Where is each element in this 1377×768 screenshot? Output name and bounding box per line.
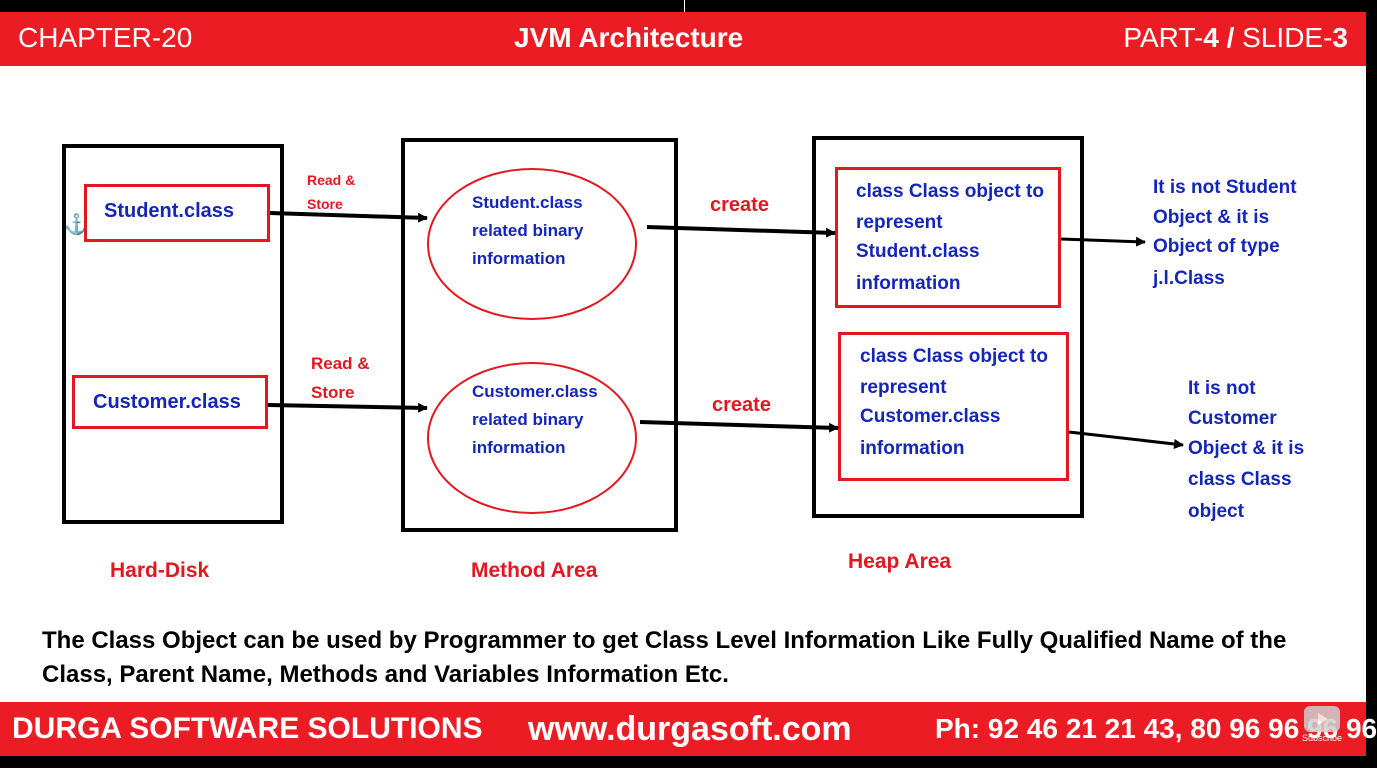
explanation-note: The Class Object can be used by Programm…: [42, 627, 1287, 688]
chapter-label: CHAPTER-20: [18, 22, 193, 53]
customer-binary-line2: related binary: [472, 410, 584, 429]
student-binary-line2: related binary: [472, 221, 584, 240]
customer-class-file-label: Customer.class: [93, 391, 241, 413]
arrow-create-customer: [639, 420, 839, 433]
customer-class-object-box: [838, 332, 1069, 481]
part-number: 4: [1203, 22, 1219, 53]
customer-note-line4: class Class: [1188, 469, 1292, 490]
student-binary-line1: Student.class: [472, 193, 583, 212]
customer-object-line1: class Class object to: [860, 346, 1048, 367]
hard-disk-box: [62, 144, 284, 524]
heap-area-box: [812, 136, 1084, 518]
slide-canvas: [0, 66, 1366, 702]
arrow-customer-note: [1068, 430, 1184, 449]
hard-disk-label: Hard-Disk: [110, 559, 210, 582]
read-store-label-2: Read & Store: [311, 349, 370, 407]
customer-object-line3: Customer.class: [860, 406, 1001, 427]
customer-note-line2: Customer: [1188, 408, 1277, 429]
customer-binary-line1: Customer.class: [472, 382, 598, 401]
part-slash: /: [1218, 22, 1243, 53]
part-prefix: PART-: [1123, 22, 1204, 53]
customer-note-line5: object: [1188, 501, 1244, 522]
student-binary-line3: information: [472, 249, 566, 268]
youtube-play-icon[interactable]: [1304, 706, 1340, 732]
header-bar: CHAPTER-20 JVM Architecture PART-4 / SLI…: [0, 12, 1366, 66]
company-name: DURGA SOFTWARE SOLUTIONS: [12, 712, 483, 745]
arrow-student-note: [1060, 236, 1146, 247]
slide-title: JVM Architecture: [514, 22, 744, 53]
customer-note-line1: It is not: [1188, 378, 1256, 399]
create-label-1: create: [710, 194, 769, 216]
part-slide-label: PART-4 / SLIDE-3: [1123, 21, 1348, 55]
phone-numbers: Ph: 92 46 21 21 43, 80 96 96 96 96: [935, 713, 1377, 744]
student-object-line3: Student.class: [856, 241, 980, 262]
customer-binary-line3: information: [472, 438, 566, 457]
student-object-line1: class Class object to: [856, 181, 1044, 202]
student-class-file-label: Student.class: [104, 200, 235, 222]
student-class-file-box: [84, 184, 270, 242]
method-area-label: Method Area: [471, 559, 598, 582]
student-note-line4: j.l.Class: [1153, 268, 1225, 289]
customer-object-line4: information: [860, 438, 965, 459]
student-object-line4: information: [856, 273, 961, 294]
read-store-label-2-text: Read & Store: [311, 354, 370, 402]
customer-binary-ellipse: [427, 362, 637, 514]
customer-object-line2: represent: [860, 377, 947, 398]
arrow-read-student: [269, 211, 428, 223]
website-url: www.durgasoft.com: [528, 710, 852, 748]
student-note-line2: Object & it is: [1153, 207, 1270, 228]
read-store-label-1-text: Read & Store: [307, 172, 356, 212]
anchor-icon: ⚓: [64, 214, 89, 236]
subscribe-label[interactable]: Subscribe: [1302, 733, 1343, 743]
top-tick: [684, 0, 685, 20]
method-area-box: [401, 138, 678, 532]
arrow-create-student: [646, 225, 836, 238]
slide-prefix: SLIDE-: [1242, 22, 1333, 53]
student-note-line3: Object of type: [1153, 236, 1280, 257]
customer-note-line3: Object & it is: [1188, 438, 1305, 459]
heap-area-label: Heap Area: [848, 550, 952, 573]
student-note-line1: It is not Student: [1153, 177, 1297, 198]
student-binary-ellipse: [427, 168, 637, 320]
customer-class-file-box: [72, 375, 268, 429]
student-class-object-box: [835, 167, 1061, 308]
arrow-read-customer: [267, 402, 428, 413]
student-object-line2: represent: [856, 212, 943, 233]
footer-bar: DURGA SOFTWARE SOLUTIONS www.durgasoft.c…: [0, 702, 1377, 756]
slide-number: 3: [1332, 22, 1348, 53]
create-label-2: create: [712, 394, 771, 416]
read-store-label-1: Read & Store: [307, 168, 355, 216]
